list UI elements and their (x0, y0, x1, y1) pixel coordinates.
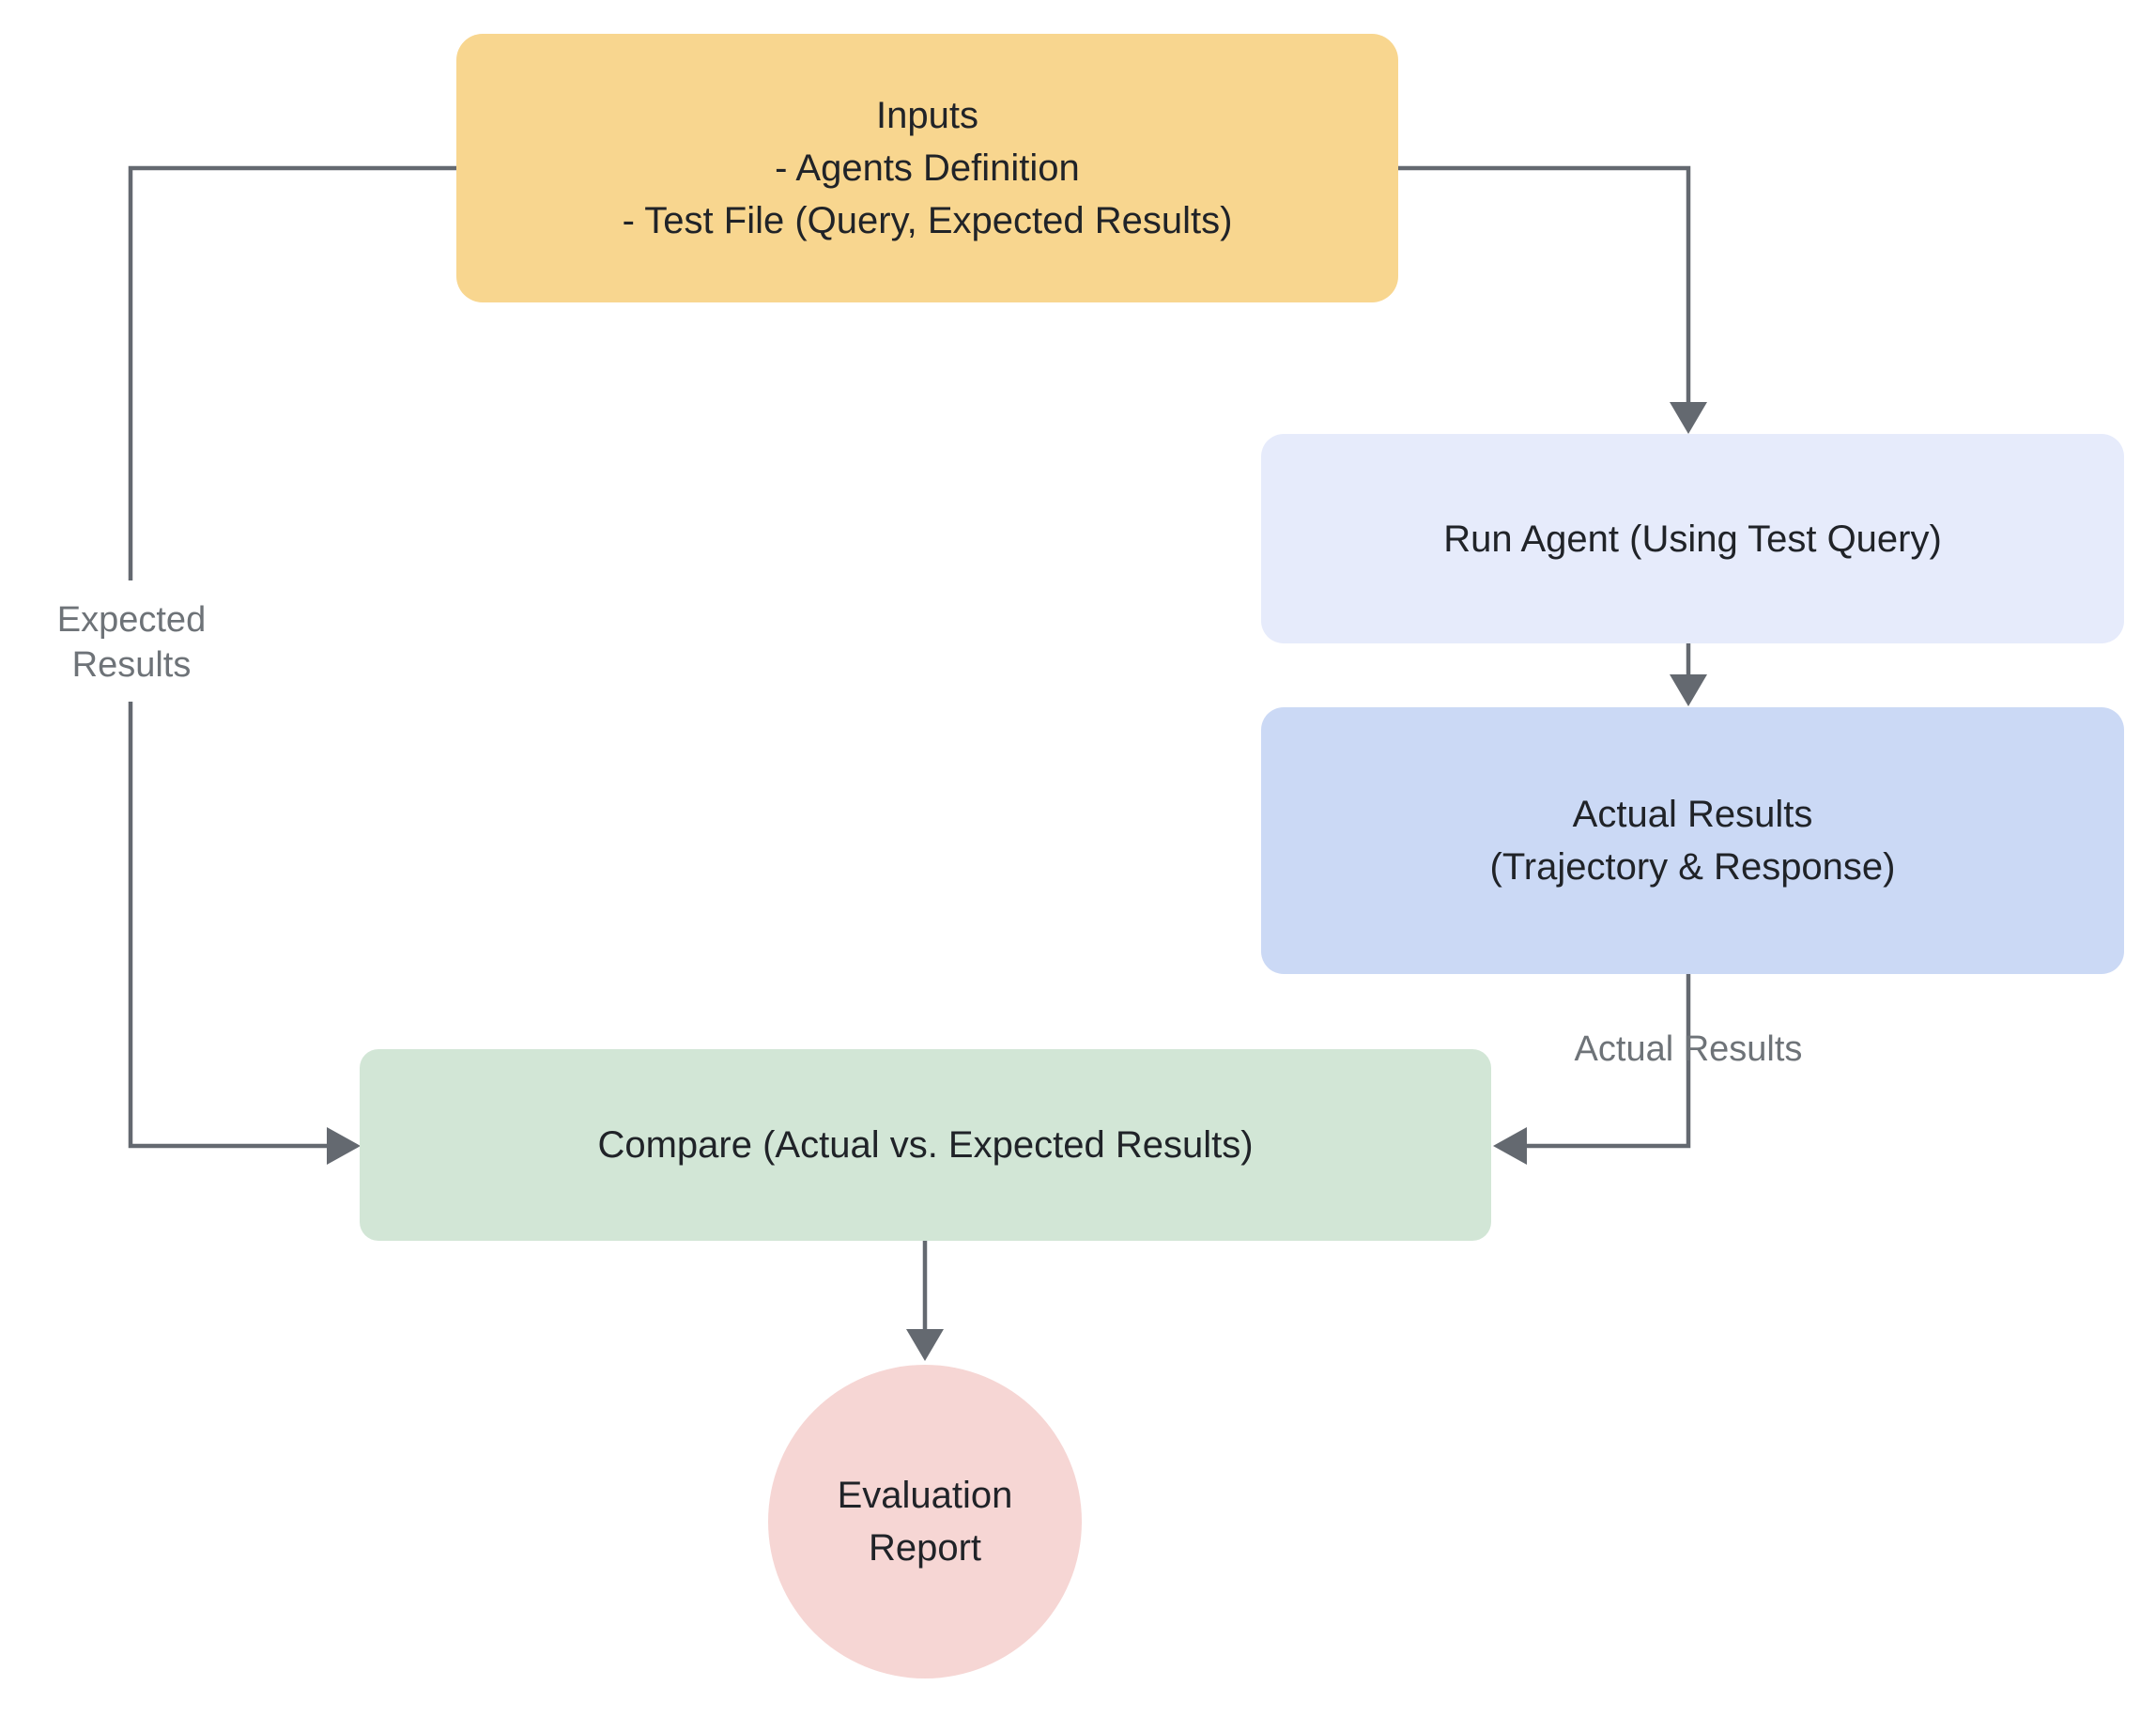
node-inputs-line-1: Inputs (876, 95, 978, 136)
node-evaluation-report: Evaluation Report (768, 1365, 1082, 1678)
node-inputs-line-2: - Agents Definition (775, 147, 1080, 189)
edge-label-expected-results: Expected Results (19, 597, 244, 688)
node-actual-results-line-1: Actual Results (1572, 794, 1813, 835)
node-evaluation-report-line-1: Evaluation (837, 1475, 1013, 1516)
edge-inputs-to-run-agent-arrowhead (1670, 402, 1707, 434)
node-compare-line-1: Compare (Actual vs. Expected Results) (597, 1124, 1254, 1166)
edge-inputs-to-run-agent-line (1398, 165, 1691, 404)
edge-actual-results-to-compare-arrowhead (1493, 1127, 1527, 1165)
edge-label-expected-results-line-1: Expected (56, 600, 207, 640)
node-inputs-line-3: - Test File (Query, Expected Results) (622, 200, 1233, 241)
node-compare: Compare (Actual vs. Expected Results) (360, 1049, 1491, 1241)
node-run-agent-line-1: Run Agent (Using Test Query) (1443, 518, 1942, 560)
node-evaluation-report-line-2: Report (868, 1527, 982, 1569)
edge-actual-results-to-compare-line (1525, 974, 1691, 1149)
edge-inputs-to-compare-arrowhead (327, 1127, 361, 1165)
edge-label-actual-results: Actual Results (1574, 1029, 1803, 1069)
node-actual-results: Actual Results (Trajectory & Response) (1261, 707, 2124, 974)
edge-run-agent-to-actual-results-arrowhead (1670, 674, 1707, 706)
node-inputs: Inputs - Agents Definition - Test File (… (456, 34, 1398, 302)
node-run-agent: Run Agent (Using Test Query) (1261, 434, 2124, 643)
edge-label-expected-results-line-2: Results (71, 645, 192, 685)
node-actual-results-line-2: (Trajectory & Response) (1489, 846, 1896, 888)
edge-inputs-to-compare-line-upper (128, 165, 456, 580)
edge-compare-to-evaluation-report-arrowhead (906, 1329, 944, 1361)
edge-inputs-to-compare-line-lower (128, 702, 329, 1149)
